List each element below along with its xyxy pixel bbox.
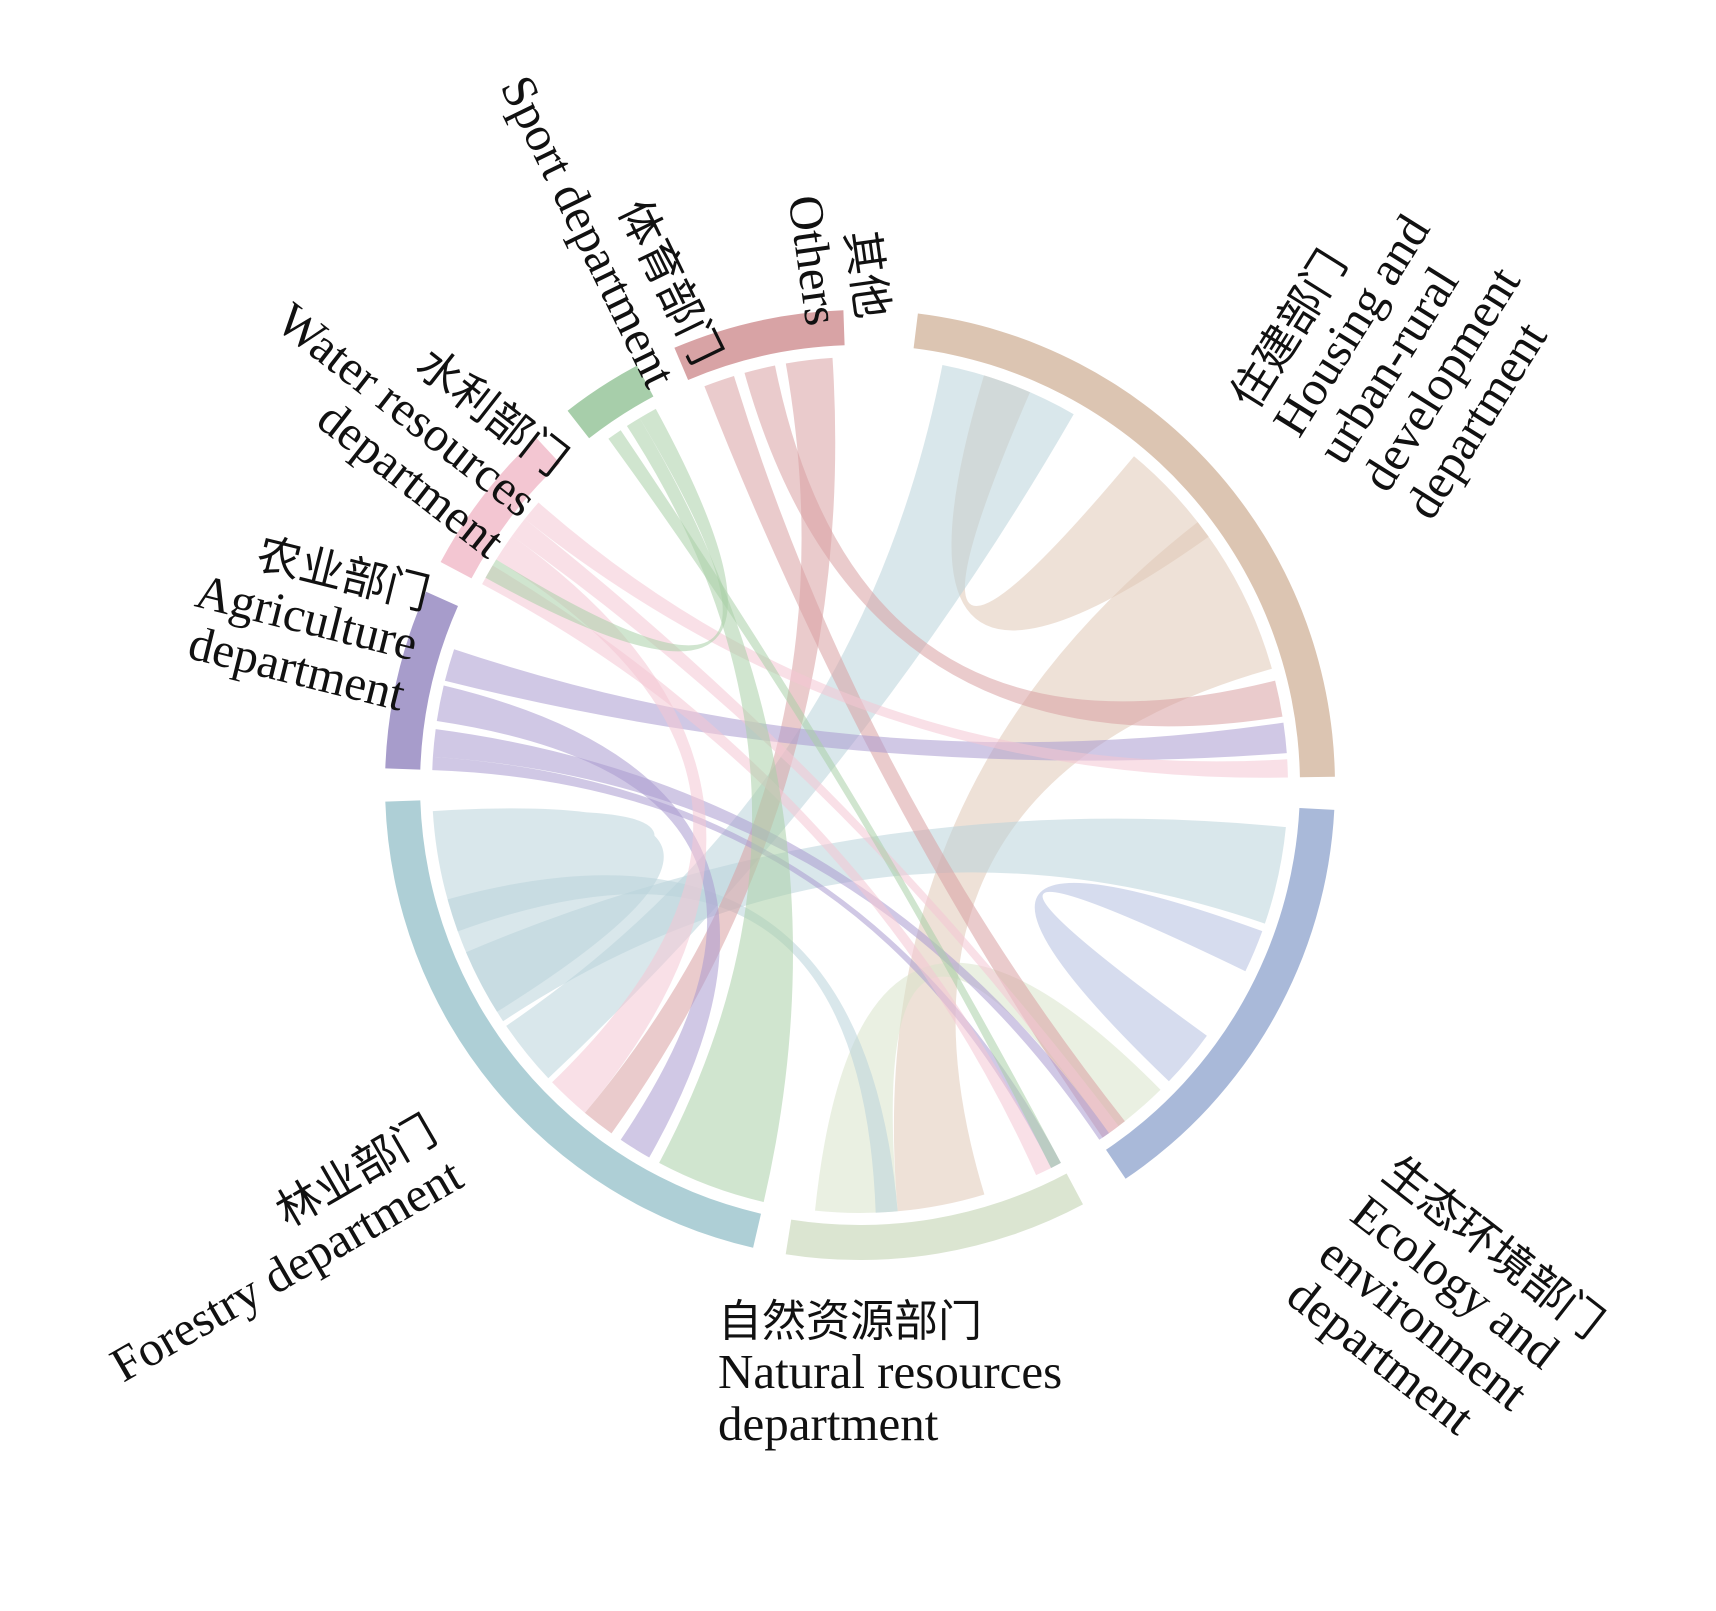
sector-arc-others (674, 310, 845, 380)
chord-natural-ecology (815, 962, 1161, 1213)
chord-others-ecology (704, 376, 1125, 1138)
sector-label-en: Others (777, 192, 850, 329)
sector-arcs (385, 310, 1335, 1261)
chord-others-forestry (584, 357, 836, 1134)
sector-label-en: Natural resources (718, 1344, 1062, 1399)
chord-ecology-ecology (1034, 882, 1263, 1082)
chord-sport-water (485, 408, 728, 652)
sector-label-zh: 自然资源部门 (718, 1296, 982, 1347)
sector-arc-sport (567, 365, 654, 439)
chord-forestry-forestry (432, 808, 664, 1012)
sector-arc-forestry (385, 800, 761, 1248)
sector-arc-agriculture (385, 591, 458, 770)
sector-label-en: department (718, 1396, 939, 1451)
chord-sport-natural (608, 430, 1061, 1168)
chord-housing-housing (951, 375, 1209, 631)
chord-sport-forestry (626, 418, 793, 1203)
chord-water-ecology (512, 518, 1119, 1134)
sector-arc-natural (785, 1173, 1083, 1261)
sector-label-zh: 其他 (835, 227, 898, 321)
chord-ribbons (432, 357, 1288, 1213)
chord-agriculture-housing (444, 649, 1287, 761)
sector-arc-ecology (1106, 808, 1335, 1179)
chord-forestry-ecology (466, 818, 1286, 1022)
chord-water-housing (524, 502, 1288, 778)
sector-arc-water (440, 437, 560, 579)
sector-arc-housing (913, 313, 1335, 778)
chord-forestry-natural (447, 875, 898, 1213)
chord-forestry-housing (506, 365, 1074, 1079)
chord-housing-natural (893, 522, 1272, 1212)
